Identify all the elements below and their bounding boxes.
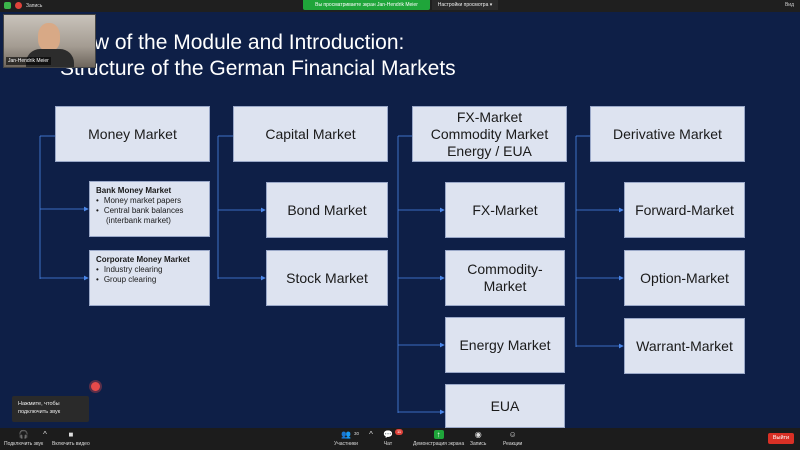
record-icon [15,2,22,9]
share-screen-button[interactable]: ↑ Демонстрация экрана [413,430,464,447]
presenter-head [38,23,60,51]
webcam-name-label: Jan-Hendrik Meier [6,57,51,65]
chat-unread-badge: 11 [395,429,404,435]
participants-caret[interactable]: ^ [366,430,376,441]
reactions-button[interactable]: ☺ Реакции [503,430,522,447]
derivative-market-box: Derivative Market [590,106,745,162]
view-label: Вид [784,2,794,8]
fx-market-box: FX-Market [445,182,565,238]
capital-market-label: Capital Market [265,125,356,142]
tooltip-line2: подключить звук [18,409,61,415]
start-video-button[interactable]: ■ Включить видео [52,430,90,447]
record-icon: ◉ [474,430,482,439]
header-line: FX-Market [456,108,523,125]
forward-market-label: Forward-Market [635,201,734,218]
capital-market-box: Capital Market [233,106,388,162]
stock-market-box: Stock Market [266,250,388,306]
tooltip-line1: Нажмите, чтобы [18,401,60,407]
commodity-market-label-line2: Market [483,278,527,294]
headphones-icon: 🎧 [18,430,29,439]
slide-title-line2: Structure of the German Financial Market… [60,57,456,80]
corporate-money-market-list: Industry clearing Group clearing [96,265,163,285]
participants-icon: 👥 [340,430,351,439]
corporate-money-market-heading: Corporate Money Market [96,255,190,264]
money-market-label: Money Market [88,125,177,142]
fx-commodity-energy-box: FX-Market Commodity Market Energy / EUA [412,106,567,162]
list-item: Industry clearing [96,265,163,275]
view-options-label: Настройки просмотра [437,2,489,8]
chat-icon: 💬 [383,430,393,439]
share-screen-icon: ↑ [433,430,444,439]
audio-options-caret[interactable]: ^ [40,430,50,441]
webcam-thumbnail[interactable]: Jan-Hendrik Meier [3,14,96,68]
security-shield-icon[interactable] [4,2,11,9]
list-item: (interbank market) [106,216,171,225]
fx-market-label: FX-Market [472,201,538,218]
shared-slide: rview of the Module and Introduction: St… [0,12,800,428]
list-item: Group clearing [96,275,163,285]
stock-market-label: Stock Market [286,269,368,286]
participants-label: Участники [334,441,358,447]
view-menu[interactable]: Вид [785,2,794,8]
reactions-label: Реакции [503,441,523,447]
recording-indicator: Запись [4,2,42,9]
corporate-money-market-box: Corporate Money Market Industry clearing… [89,250,210,306]
top-bar: Запись Вы просматриваете экран Jan-Hendr… [0,0,800,12]
derivative-market-label: Derivative Market [613,125,722,142]
eua-label: EUA [490,397,520,414]
energy-market-box: Energy Market [445,317,565,373]
bank-money-market-box: Bank Money Market Money market papers Ce… [89,181,210,237]
eua-box: EUA [445,384,565,428]
energy-market-label: Energy Market [459,336,551,353]
chevron-up-icon: ^ [43,430,47,439]
slide-title-line1: rview of the Module and Introduction: [60,31,405,54]
laser-pointer [91,382,100,391]
smiley-icon: ☺ [508,430,517,439]
participants-count: 30 [354,431,360,436]
list-item: Money market papers [96,196,183,206]
chevron-up-icon: ^ [369,430,373,439]
slide-title: rview of the Module and Introduction: St… [60,30,456,82]
chat-label: Чат [383,441,393,447]
view-options-button[interactable]: Настройки просмотра ▾ [432,0,498,10]
header-line: Commodity Market [430,125,549,142]
forward-market-box: Forward-Market [624,182,745,238]
unmute-tooltip: Нажмите, чтобы подключить звук [12,396,89,422]
meeting-toolbar: 🎧 Подключить звук ^ ■ Включить видео 👥 У… [0,428,800,450]
join-audio-button[interactable]: 🎧 Подключить звук [4,430,43,447]
bank-money-market-heading: Bank Money Market [96,186,172,195]
share-screen-label: Демонстрация экрана [413,441,465,447]
option-market-label: Option-Market [640,269,729,286]
leave-button[interactable]: Выйти [768,433,794,444]
bond-market-label: Bond Market [287,201,367,218]
bond-market-box: Bond Market [266,182,388,238]
warrant-market-label: Warrant-Market [636,337,733,354]
record-button[interactable]: ◉ Запись [470,430,486,447]
money-market-box: Money Market [55,106,210,162]
chat-button[interactable]: 💬 11 Чат [383,429,404,447]
option-market-box: Option-Market [624,250,745,306]
warrant-market-box: Warrant-Market [624,318,745,374]
participants-button[interactable]: 👥 Участники 30 [334,430,360,447]
commodity-market-label-line1: Commodity- [467,261,543,277]
screen-share-banner: Вы просматриваете экран Jan-Hendrik Meie… [303,0,430,10]
bank-money-market-list: Money market papers Central bank balance… [96,196,184,226]
header-line: Energy / EUA [447,142,532,159]
record-label: Запись [470,441,487,447]
start-video-label: Включить видео [52,441,90,447]
recording-label: Запись [26,2,43,9]
list-item: Central bank balances [96,206,184,216]
connector-lines [39,135,624,415]
video-off-icon: ■ [68,430,74,439]
join-audio-label: Подключить звук [4,441,44,447]
commodity-market-box: Commodity- Market [445,250,565,306]
